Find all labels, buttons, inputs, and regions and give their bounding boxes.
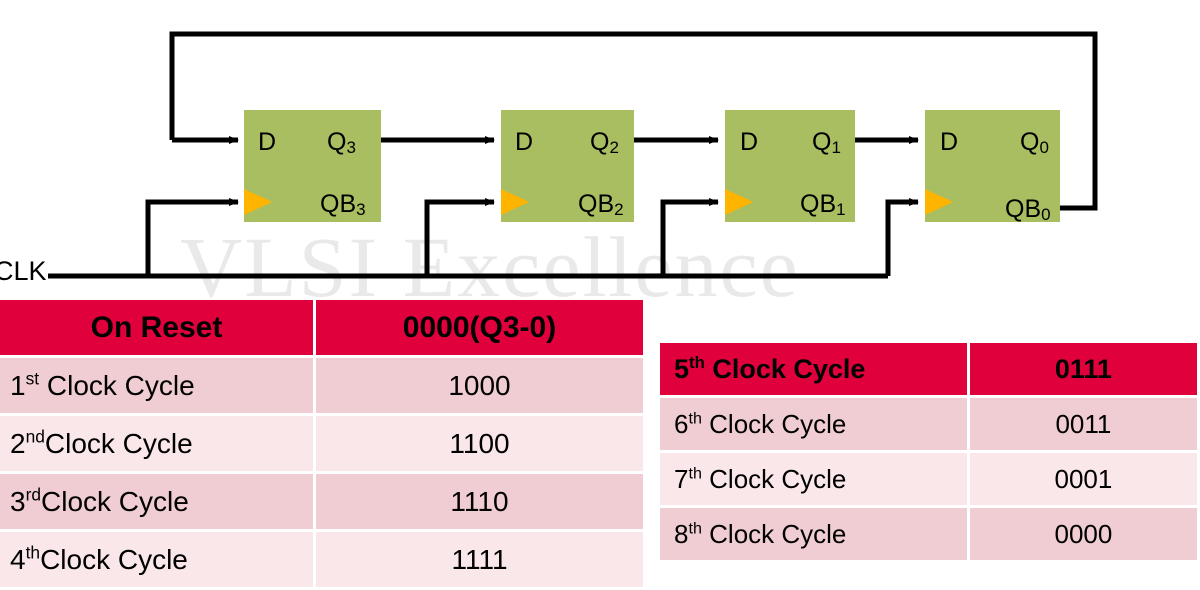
clock-edge-triangle-q0 — [925, 189, 953, 215]
clk-branch-ff3 — [145, 198, 239, 276]
flipflop-q2-qb-label: QB2 — [578, 190, 624, 219]
table-row: 7th Clock Cycle 0001 — [660, 453, 1197, 505]
row-label: 6th Clock Cycle — [674, 408, 847, 439]
clk-label: CLK — [0, 256, 47, 286]
flipflop-q2-q-label: Q2 — [590, 128, 619, 157]
circuit-wires — [48, 31, 1098, 279]
row-value: 0011 — [1055, 408, 1112, 439]
clock-cycle-table-left: On Reset 0000(Q3-0) 1st Clock Cycle 1000… — [0, 297, 646, 590]
row-label: 7th Clock Cycle — [674, 463, 847, 494]
table-row: 4thClock Cycle 1111 — [0, 532, 643, 587]
clk-branch-ff1 — [660, 198, 719, 276]
table-row: 6th Clock Cycle 0011 — [660, 398, 1197, 450]
table-row: 8th Clock Cycle 0000 — [660, 508, 1197, 560]
flipflop-q0-q-label: Q0 — [1020, 128, 1049, 157]
row-label: 4thClock Cycle — [10, 542, 188, 575]
row-value: 1000 — [448, 369, 511, 401]
flipflop-q3-d-label: D — [258, 128, 277, 156]
row-value: 0001 — [1054, 463, 1113, 494]
clk-branch-ff0 — [885, 198, 919, 276]
clk-branch-ff2 — [424, 198, 495, 276]
flipflop-q0-qb-label: QB0 — [1005, 195, 1051, 224]
row-value: 1110 — [450, 485, 509, 517]
table-right-header-value: 0111 — [969, 343, 1197, 395]
watermark-text: VLSI Excellence — [180, 219, 800, 315]
shift-register-diagram: CLK D Q3 QB3 D Q2 QB2 D Q1 QB1 D Q0 QB0 — [0, 31, 1098, 286]
feedback-wire — [169, 31, 1098, 211]
table-left-header-value: 0000(Q3-0) — [316, 300, 643, 355]
table-row: 2ndClock Cycle 1100 — [0, 416, 643, 471]
flipflop-q1-qb-label: QB1 — [800, 190, 846, 219]
table-left-header-label: On Reset — [0, 300, 313, 355]
table-right-header-label: 5th Clock Cycle — [660, 343, 967, 395]
flipflop-q0-d-label: D — [940, 128, 959, 156]
table-row-header: 5th Clock Cycle 0111 — [660, 343, 1197, 395]
table-row-header: On Reset 0000(Q3-0) — [0, 300, 643, 355]
row-label: 1st Clock Cycle — [10, 368, 195, 401]
clock-edge-triangle-q2 — [501, 189, 529, 215]
row-label: 2ndClock Cycle — [10, 426, 193, 459]
clock-edge-triangle-q3 — [244, 189, 272, 215]
clock-edge-triangle-q1 — [725, 189, 753, 215]
flipflop-q3-q-label: Q3 — [327, 128, 356, 157]
flipflop-q1-d-label: D — [740, 128, 759, 156]
row-value: 1111 — [451, 543, 508, 575]
table-row: 3rdClock Cycle 1110 — [0, 474, 643, 529]
flipflop-q3-qb-label: QB3 — [320, 190, 366, 219]
row-label: 8th Clock Cycle — [674, 518, 847, 549]
table-row: 1st Clock Cycle 1000 — [0, 358, 643, 413]
row-label: 3rdClock Cycle — [10, 484, 189, 517]
clock-cycle-table-right: 5th Clock Cycle 0111 6th Clock Cycle 001… — [657, 340, 1200, 563]
flipflop-q1-q-label: Q1 — [812, 128, 841, 157]
flipflop-q2-d-label: D — [515, 128, 534, 156]
row-value: 1100 — [449, 427, 510, 459]
row-value: 0000 — [1054, 518, 1113, 549]
